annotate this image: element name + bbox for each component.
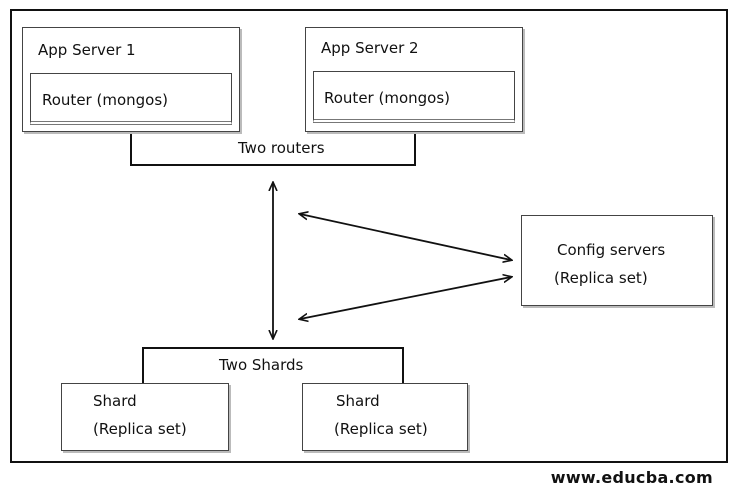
config-servers-box (521, 215, 713, 306)
shard-1-line2: (Replica set) (93, 420, 187, 438)
app-server-1-title: App Server 1 (38, 41, 136, 59)
app-server-2-router-label: Router (mongos) (324, 89, 450, 107)
shard-1-box (61, 383, 229, 451)
app-server-1-router (30, 73, 232, 125)
routers-label: Two routers (238, 139, 325, 157)
shard-2-box (302, 383, 468, 451)
config-arrow-upper (300, 214, 511, 260)
diagram-frame (10, 9, 728, 463)
shard-2-line2: (Replica set) (334, 420, 428, 438)
config-servers-line1: Config servers (557, 241, 666, 259)
app-server-2-router (313, 71, 515, 123)
shard-2-line1: Shard (336, 392, 380, 410)
app-server-2-title: App Server 2 (321, 39, 419, 57)
shard-1-line1: Shard (93, 392, 137, 410)
routers-bracket (130, 133, 416, 166)
config-servers-line2: (Replica set) (554, 269, 648, 287)
config-arrow-lower (300, 277, 511, 319)
shards-label: Two Shards (219, 356, 304, 374)
app-server-1-router-label: Router (mongos) (42, 91, 168, 109)
educba-watermark: www.educba.com (550, 468, 713, 487)
shards-bracket (142, 347, 404, 383)
